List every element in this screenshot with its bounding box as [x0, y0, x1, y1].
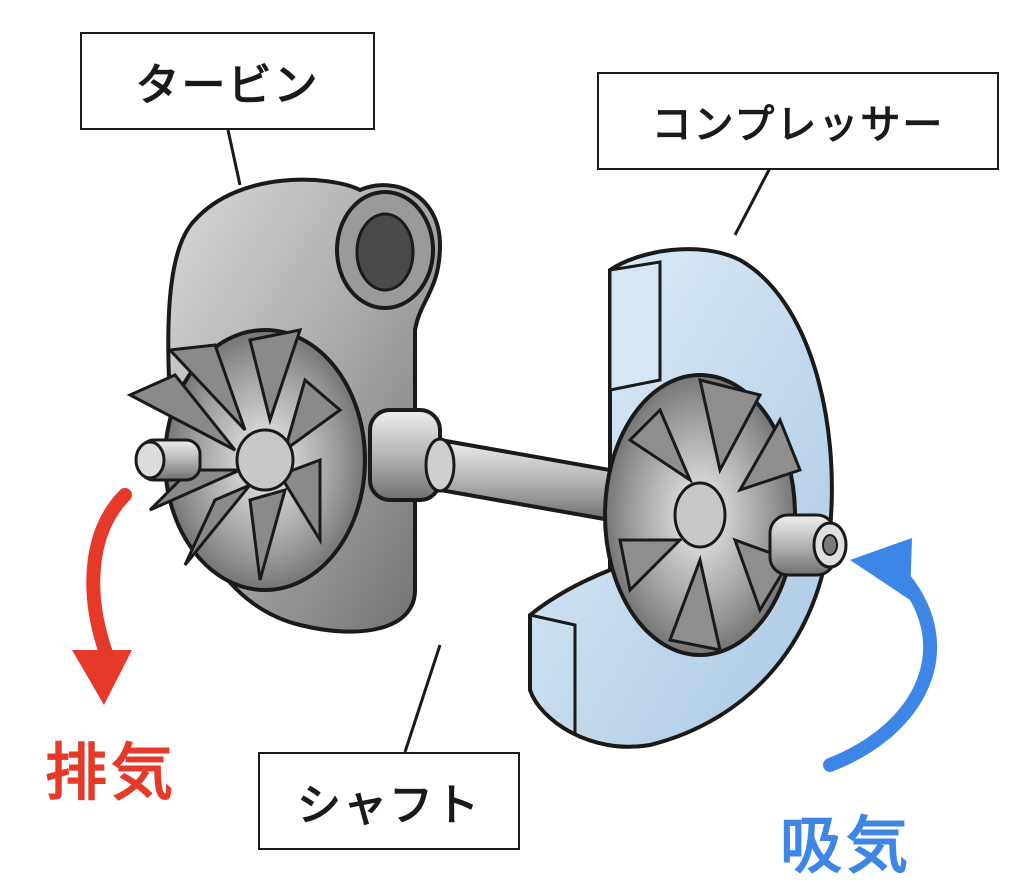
turbine-leader-line: [226, 129, 242, 186]
compressor-housing: [528, 247, 848, 749]
intake-arrow-icon: [823, 538, 938, 772]
exhaust-label: 排気: [45, 736, 178, 809]
turbine-label-text: タービン: [135, 60, 320, 111]
compressor-label: コンプレッサー: [597, 72, 999, 170]
exhaust-arrow-icon: [72, 488, 132, 705]
shaft-label-text: シャフト: [297, 780, 481, 831]
compressor-leader-line: [733, 167, 772, 236]
shaft-leader-line: [403, 644, 442, 753]
turbine-housing: [126, 177, 443, 634]
compressor-blades: [618, 377, 802, 652]
intake-label: 吸気: [780, 809, 913, 882]
turbine-blades: [126, 328, 343, 581]
shaft-label: シャフト: [258, 752, 520, 850]
turbine-label: タービン: [80, 32, 375, 130]
shaft: [368, 408, 612, 523]
compressor-label-text: コンプレッサー: [651, 102, 945, 148]
